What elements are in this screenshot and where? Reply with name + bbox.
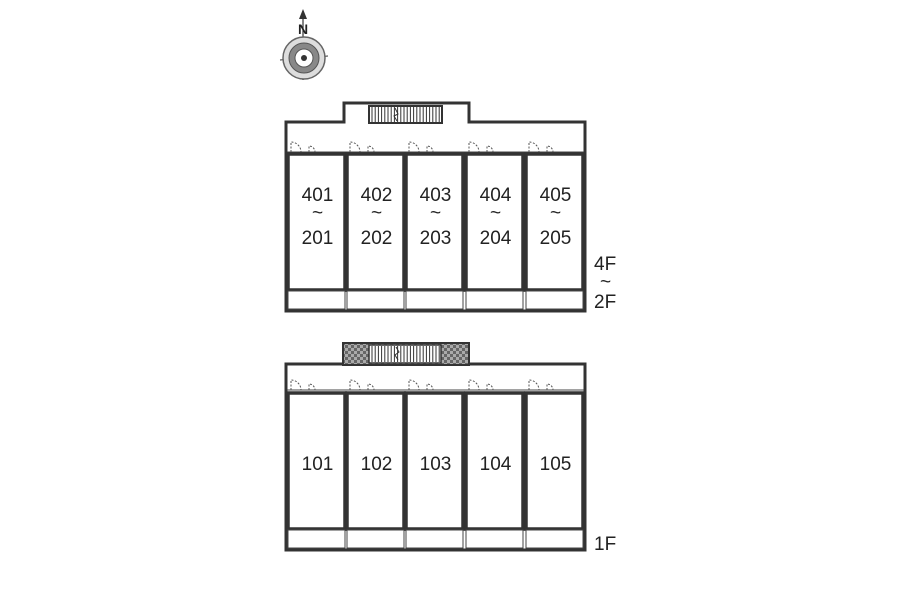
unit-104: 104 [464,379,525,549]
unit-405-205: 405~205 [524,141,585,310]
door-swing-icon [349,379,375,391]
floor-label-4f: 4F [594,254,616,275]
unit-number: 102 [361,454,393,475]
unit-101: 101 [286,379,347,549]
unit-103: 103 [404,379,465,549]
unit-404-204: 404~204 [464,141,525,310]
unit-tilde: ~ [371,203,382,224]
door-swing-icon [468,141,494,153]
unit-102: 102 [345,379,406,549]
unit-402-202: 402~202 [345,141,406,310]
unit-tilde: ~ [430,203,441,224]
unit-number-bottom: 201 [302,228,334,249]
door-swing-icon [468,379,494,391]
door-swing-icon [408,379,434,391]
unit-number: 105 [540,454,572,475]
door-swing-icon [528,379,554,391]
unit-tilde: ~ [550,203,561,224]
door-swing-icon [349,141,375,153]
door-swing-icon [528,141,554,153]
unit-number-bottom: 204 [480,228,512,249]
compass-rose-icon [279,9,329,80]
unit-number: 101 [302,454,334,475]
unit-number-top: 402 [361,185,393,206]
stairs-icon [342,342,470,366]
floor-label-1f: 1F [594,534,616,555]
floor-label-2f: 2F [594,292,616,313]
lower-building-block: 101 102 103 104 105 [284,342,587,552]
unit-number-bottom: 203 [420,228,452,249]
unit-number-bottom: 202 [361,228,393,249]
door-swing-icon [290,141,316,153]
unit-tilde: ~ [490,203,501,224]
floor-label-tilde: ~ [600,272,611,293]
unit-number-bottom: 205 [540,228,572,249]
unit-105: 105 [524,379,585,549]
unit-number: 104 [480,454,512,475]
stairs-icon [368,105,443,124]
door-swing-icon [408,141,434,153]
compass-north-label: N [298,21,308,37]
unit-number-top: 401 [302,185,334,206]
unit-tilde: ~ [312,203,323,224]
unit-number-top: 404 [480,185,512,206]
unit-number-top: 405 [540,185,572,206]
unit-401-201: 401~201 [286,141,347,310]
door-swing-icon [290,379,316,391]
unit-403-203: 403~203 [404,141,465,310]
unit-number: 103 [420,454,452,475]
unit-number-top: 403 [420,185,452,206]
